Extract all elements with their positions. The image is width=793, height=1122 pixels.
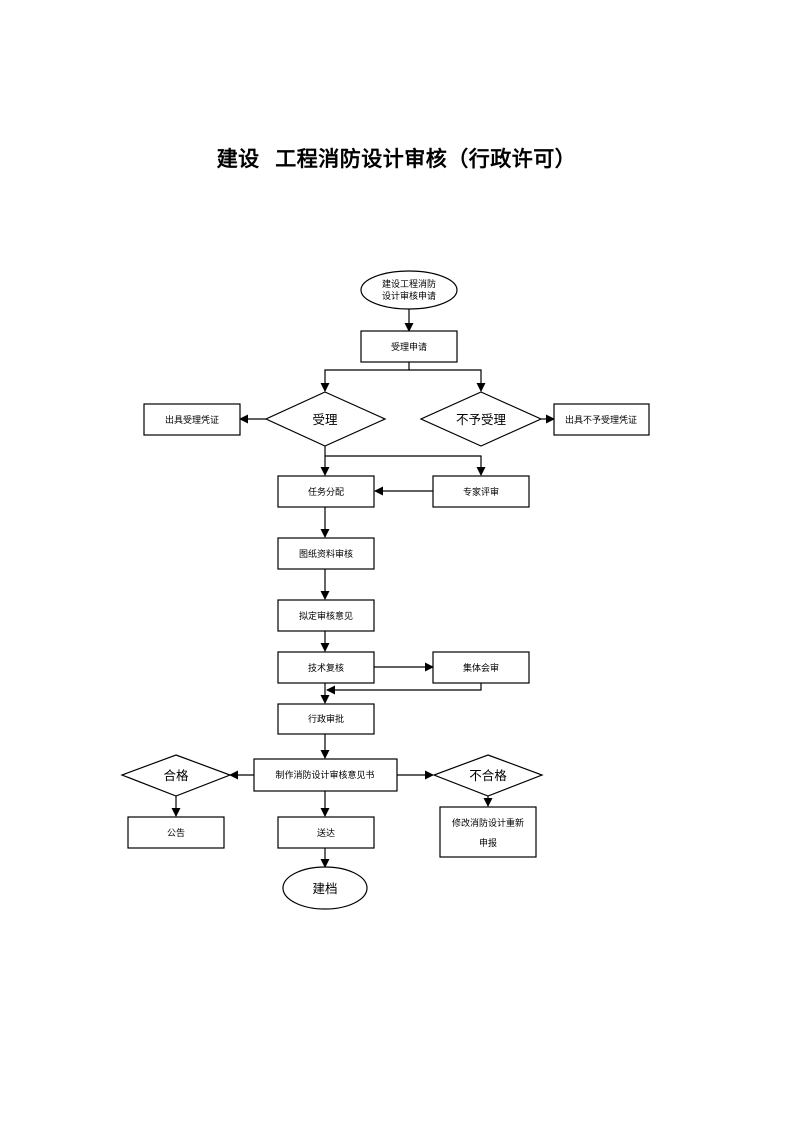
node-start-line1: 建设工程消防 [382, 278, 436, 290]
node-make-opinion-label: 制作消防设计审核意见书 [275, 769, 374, 781]
arrow-collective-back [326, 683, 482, 695]
node-resubmit-line1: 修改消防设计重新 [452, 817, 524, 829]
arrow-accept-to-expert [325, 455, 486, 476]
node-accept-application-label: 受理申请 [391, 341, 427, 353]
node-tech-recheck: 技术复核 [277, 651, 375, 684]
node-reject-label: 不予受理 [456, 412, 507, 427]
arrow-to-reject [409, 369, 486, 392]
node-collective-review-label: 集体会审 [463, 662, 499, 674]
node-issue-accept-cert: 出具受理凭证 [143, 403, 241, 436]
node-admin-approval-label: 行政审批 [308, 713, 344, 725]
node-draft-opinion: 拟定审核意见 [277, 599, 375, 632]
node-reject-diamond: 不予受理 [419, 391, 543, 447]
node-resubmit: 修改消防设计重新 申报 [439, 806, 537, 858]
node-admin-approval: 行政审批 [277, 703, 375, 735]
node-qualified-diamond: 合格 [120, 754, 232, 797]
node-deliver: 送达 [277, 816, 375, 849]
node-issue-accept-cert-label: 出具受理凭证 [165, 414, 219, 426]
node-expert-review-label: 专家评审 [463, 486, 499, 498]
node-tech-recheck-label: 技术复核 [308, 662, 344, 674]
node-deliver-label: 送达 [317, 827, 335, 839]
node-drawing-review: 图纸资料审核 [277, 537, 375, 570]
node-archive-label: 建档 [312, 881, 337, 896]
node-unqualified-diamond: 不合格 [432, 754, 544, 797]
node-archive: 建档 [282, 866, 368, 910]
node-draft-opinion-label: 拟定审核意见 [299, 610, 353, 622]
node-announce-label: 公告 [167, 827, 185, 839]
node-issue-reject-cert: 出具不予受理凭证 [553, 403, 650, 436]
node-qualified-label: 合格 [163, 768, 189, 783]
node-start: 建设工程消防 设计审核申请 [360, 270, 458, 310]
node-task-assign: 任务分配 [277, 475, 375, 508]
node-resubmit-line2: 申报 [479, 837, 497, 849]
node-task-assign-label: 任务分配 [308, 486, 344, 498]
arrow-to-accept [320, 362, 410, 392]
node-issue-reject-cert-label: 出具不予受理凭证 [565, 414, 637, 426]
node-announce: 公告 [127, 816, 225, 849]
node-start-line2: 设计审核申请 [382, 290, 436, 302]
node-accept-diamond: 受理 [264, 391, 387, 447]
connectors [171, 309, 555, 868]
node-collective-review: 集体会审 [432, 651, 530, 684]
node-drawing-review-label: 图纸资料审核 [299, 548, 353, 560]
node-accept-label: 受理 [312, 412, 338, 427]
node-expert-review: 专家评审 [432, 475, 530, 508]
node-accept-application: 受理申请 [360, 330, 458, 363]
node-unqualified-label: 不合格 [469, 768, 507, 783]
node-make-opinion: 制作消防设计审核意见书 [253, 758, 398, 792]
page-title: 建设 工程消防设计审核（行政许可） [216, 146, 577, 171]
